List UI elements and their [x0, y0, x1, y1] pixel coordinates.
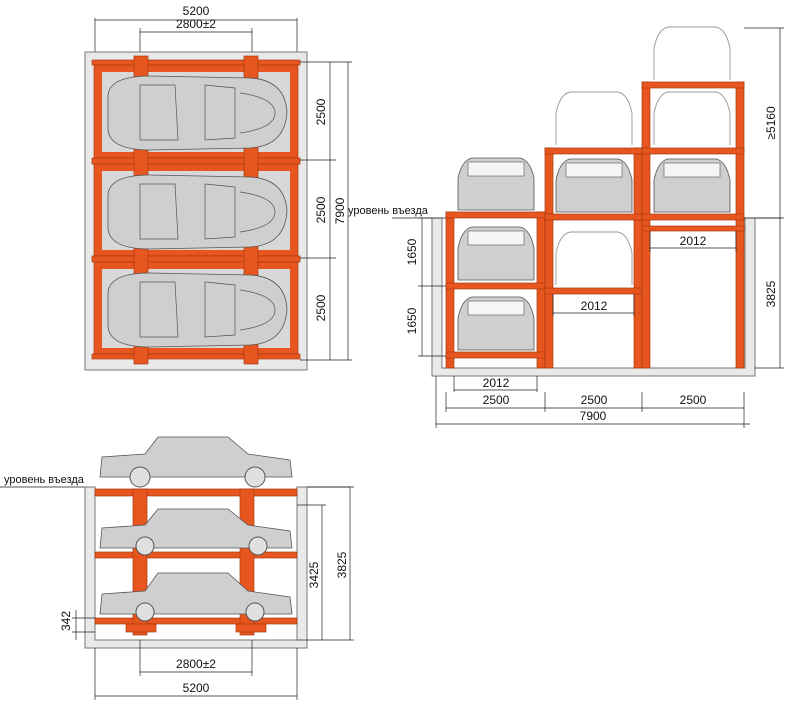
front-level-dim-2: 1650 — [405, 307, 419, 334]
side-car-mid — [99, 508, 293, 556]
front-car-c1-top — [457, 157, 535, 211]
side-view: уровень въезда 342 — [0, 436, 354, 700]
front-platform-dim-2: 2012 — [581, 299, 608, 313]
front-total-width-dim: 7900 — [580, 409, 607, 423]
plan-car-3 — [107, 272, 288, 348]
front-ghost-car-4 — [653, 26, 731, 80]
front-bay-dim-1: 2500 — [483, 393, 510, 407]
front-level-dim-1: 1650 — [405, 238, 419, 265]
plan-width-dim: 5200 — [183, 4, 210, 18]
front-pit-depth-dim: 3825 — [764, 280, 778, 307]
side-track-dim: 2800±2 — [176, 657, 216, 671]
top-plan-view: 5200 2800±2 — [84, 4, 352, 371]
side-car-low — [99, 572, 293, 622]
front-bay-dim-2: 2500 — [581, 393, 608, 407]
front-max-height-dim: ≥5160 — [764, 106, 778, 140]
front-ghost-car-1 — [555, 91, 633, 145]
plan-bay-dim-3: 2500 — [314, 294, 328, 321]
front-ghost-car-2 — [555, 231, 633, 285]
entry-level-label-bottom: уровень въезда — [4, 474, 85, 486]
plan-length-dim: 7900 — [333, 197, 347, 224]
plan-bay-dim-1: 2500 — [314, 98, 328, 125]
entry-level-label-right: уровень въезда — [348, 205, 429, 217]
front-platform-dim-3: 2012 — [680, 234, 707, 248]
front-car-c1-low — [457, 296, 535, 351]
side-pit — [84, 486, 308, 649]
plan-bay-dim-2: 2500 — [314, 196, 328, 223]
front-car-c3 — [653, 158, 731, 213]
front-ghost-car-3 — [653, 91, 731, 145]
side-width-dim: 5200 — [183, 681, 210, 695]
plan-track-dim: 2800±2 — [176, 17, 216, 31]
front-platform-dim-1: 2012 — [483, 376, 510, 390]
front-bay-dim-3: 2500 — [680, 393, 707, 407]
side-car-top — [99, 436, 293, 488]
plan-car-2 — [107, 174, 288, 250]
plan-car-1 — [107, 75, 288, 151]
side-pit-depth-dim: 3825 — [335, 551, 349, 578]
front-car-c2 — [555, 158, 633, 213]
side-low-dim: 342 — [59, 611, 73, 631]
front-car-c1-mid — [457, 226, 535, 281]
front-view: уровень въезда — [348, 26, 784, 428]
side-mid-dim: 3425 — [307, 561, 321, 588]
